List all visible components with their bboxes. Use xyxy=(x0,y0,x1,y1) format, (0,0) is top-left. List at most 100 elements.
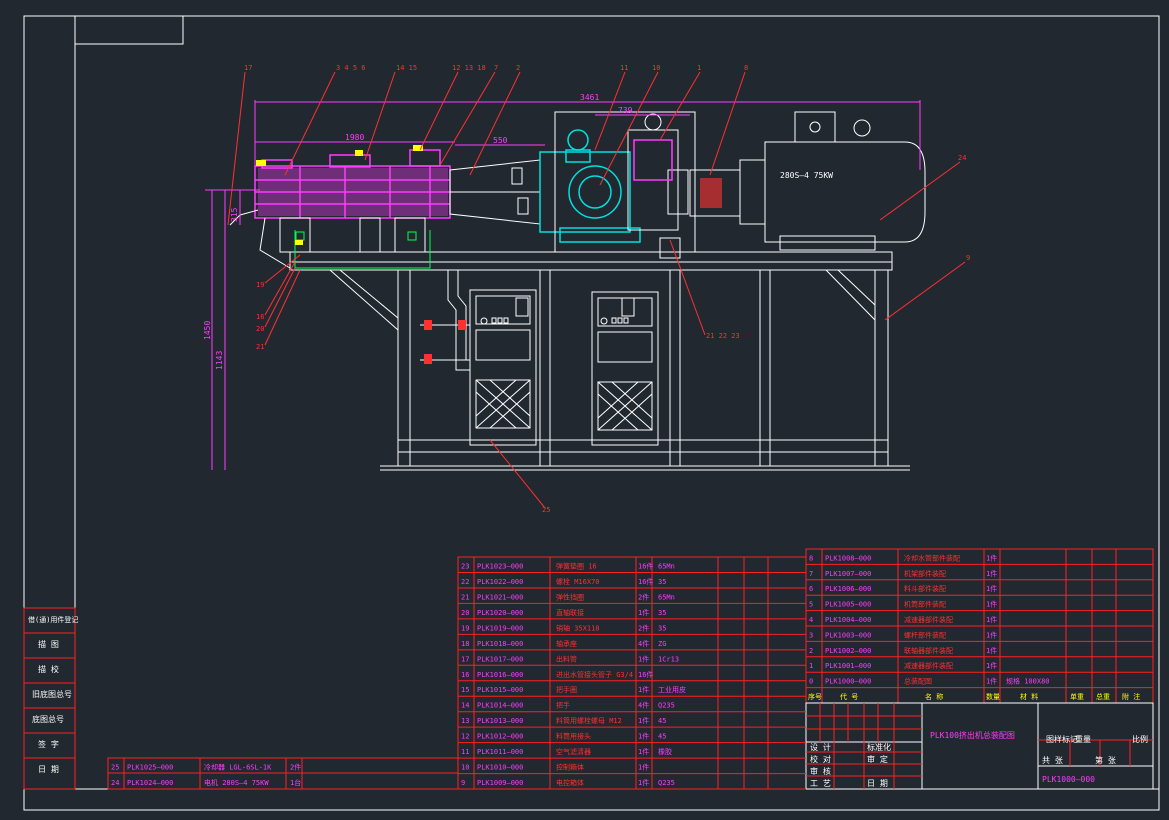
dim-550: 550 xyxy=(493,136,508,145)
cell-no: 4 xyxy=(809,616,813,624)
cell-name: 机筒部件装配 xyxy=(904,600,946,609)
cell-qty: 1件 xyxy=(986,553,997,562)
table-row: 20 PLK1020—000 直轴联接 1件 35 xyxy=(461,608,666,617)
cell-name: 弹性挡圈 xyxy=(556,592,584,601)
cell-code: PLK1005—000 xyxy=(825,601,871,609)
cell-no: 10 xyxy=(461,764,469,772)
cell-code: PLK1012—000 xyxy=(477,733,523,741)
cell-no: 7 xyxy=(809,570,813,578)
cell-mat: ZG xyxy=(658,640,666,648)
cell-mat: 45 xyxy=(658,733,666,741)
cell-name: 联轴器部件装配 xyxy=(904,646,953,655)
cell-name: 机架部件装配 xyxy=(904,569,946,578)
side-stamp-column xyxy=(23,607,76,790)
cell-name: 总装配图 xyxy=(904,677,932,686)
dim-overall-length: 3461 xyxy=(580,93,599,102)
cell-code: PLK1006—000 xyxy=(825,585,871,593)
cell-no: 23 xyxy=(461,562,469,570)
side-stamp-2: 描 校 xyxy=(38,664,59,674)
cell-code: PLK1016—000 xyxy=(477,671,523,679)
callout-1415: 14 15 xyxy=(396,64,417,72)
cell-name: 减速器部件装配 xyxy=(904,661,953,670)
reducer-frame-highlight xyxy=(633,139,673,181)
tb-label-approve: 审 定 xyxy=(867,754,888,764)
cell-mat: 规格 100X80 xyxy=(1006,677,1050,686)
tb-label-check: 校 对 xyxy=(810,754,831,764)
callout-21: 21 xyxy=(256,343,264,351)
cell-mat: Q235 xyxy=(658,779,675,787)
th-name: 名 称 xyxy=(925,692,943,701)
dim-739: 739 xyxy=(618,106,633,115)
cell-code: PLK1023—000 xyxy=(477,562,523,570)
cell-mat: 35 xyxy=(658,609,666,617)
motor-label: 280S—4 75KW xyxy=(780,171,833,180)
th-qty: 数量 xyxy=(986,692,1000,701)
callout-20: 20 xyxy=(256,325,264,333)
cell-qty: 1件 xyxy=(638,716,649,725)
cell-qty: 1件 xyxy=(638,608,649,617)
motor-coupling xyxy=(700,178,722,208)
cell-no: 25 xyxy=(111,764,119,772)
cell-qty: 2件 xyxy=(638,623,649,632)
tb-label-design: 设 计 xyxy=(810,742,831,752)
callout-11: 11 xyxy=(620,64,628,72)
cell-no: 24 xyxy=(111,779,119,787)
cell-no: 21 xyxy=(461,593,469,601)
callout-24: 24 xyxy=(958,154,966,162)
cell-code: PLK1007—000 xyxy=(825,570,871,578)
cell-no: 14 xyxy=(461,702,469,710)
cell-code: PLK1020—000 xyxy=(477,609,523,617)
cell-code: PLK1001—000 xyxy=(825,662,871,670)
cell-code: PLK1013—000 xyxy=(477,717,523,725)
cell-name: 出料管 xyxy=(556,654,577,663)
machine-frame xyxy=(289,251,910,471)
side-stamp-6: 日 期 xyxy=(38,765,59,774)
control-cabinet-right xyxy=(591,291,659,446)
cell-no: 3 xyxy=(809,631,813,639)
cell-name: 冷却水管部件装配 xyxy=(904,553,960,562)
th-unit-wt: 单重 xyxy=(1070,692,1084,701)
side-stamp-3: 旧底图总号 xyxy=(32,689,72,699)
cell-code: PLK1019—000 xyxy=(477,624,523,632)
cell-no: 11 xyxy=(461,748,469,756)
cell-no: 0 xyxy=(809,678,813,686)
cell-mat: 1Cr13 xyxy=(658,655,679,663)
cell-code: PLK1024—000 xyxy=(127,779,173,787)
cell-name: 料筒用接头 xyxy=(556,732,591,741)
cell-qty: 4件 xyxy=(638,701,649,710)
cell-qty: 4件 xyxy=(638,639,649,648)
tb-label-process: 工 艺 xyxy=(810,779,831,788)
callout-8: 8 xyxy=(744,64,748,72)
cell-name: 直轴联接 xyxy=(556,608,584,617)
cell-name: 螺杆部件装配 xyxy=(904,630,946,639)
cell-no: 20 xyxy=(461,609,469,617)
cell-qty: 1件 xyxy=(638,685,649,694)
cell-code: PLK1014—000 xyxy=(477,702,523,710)
cell-qty: 1件 xyxy=(638,654,649,663)
cell-code: PLK1018—000 xyxy=(477,640,523,648)
drawing-number: PLK1000—000 xyxy=(1042,775,1095,784)
cell-mat: 65Mn xyxy=(658,562,675,570)
dimension-lines xyxy=(205,100,921,470)
cell-name: 控制箱体 xyxy=(556,763,584,772)
dim-315: 315 xyxy=(230,207,239,222)
tb-label-date: 日 期 xyxy=(867,779,888,788)
cell-qty: 1件 xyxy=(986,661,997,670)
cell-code: PLK1015—000 xyxy=(477,686,523,694)
callout-16: 16 xyxy=(256,313,264,321)
dim-1980: 1980 xyxy=(345,133,364,142)
callout-2: 2 xyxy=(516,64,520,72)
cell-mat: 橡胶 xyxy=(658,747,672,756)
cell-code: PLK1017—000 xyxy=(477,655,523,663)
cell-name: 螺栓 M16X70 xyxy=(556,577,600,586)
